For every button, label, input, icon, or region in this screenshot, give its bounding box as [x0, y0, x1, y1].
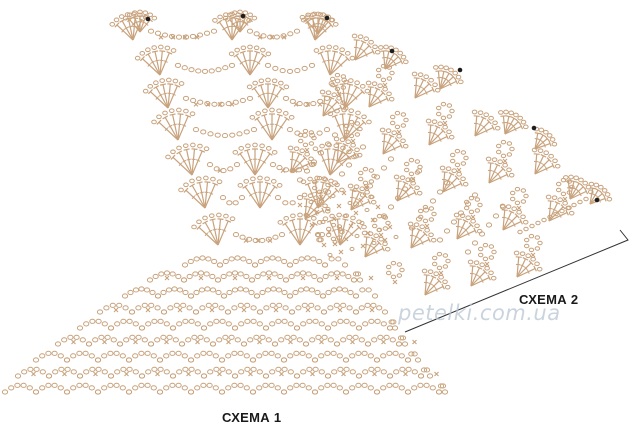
scheme-1-label: СХЕМА 1 — [222, 410, 282, 425]
scheme-2-pointer-line — [404, 229, 629, 333]
scheme-2-label: СХЕМА 2 — [519, 292, 579, 307]
watermark-text: petelki.com.ua — [398, 301, 561, 325]
start-markers — [145, 13, 600, 203]
stitch-layer — [1, 9, 613, 395]
